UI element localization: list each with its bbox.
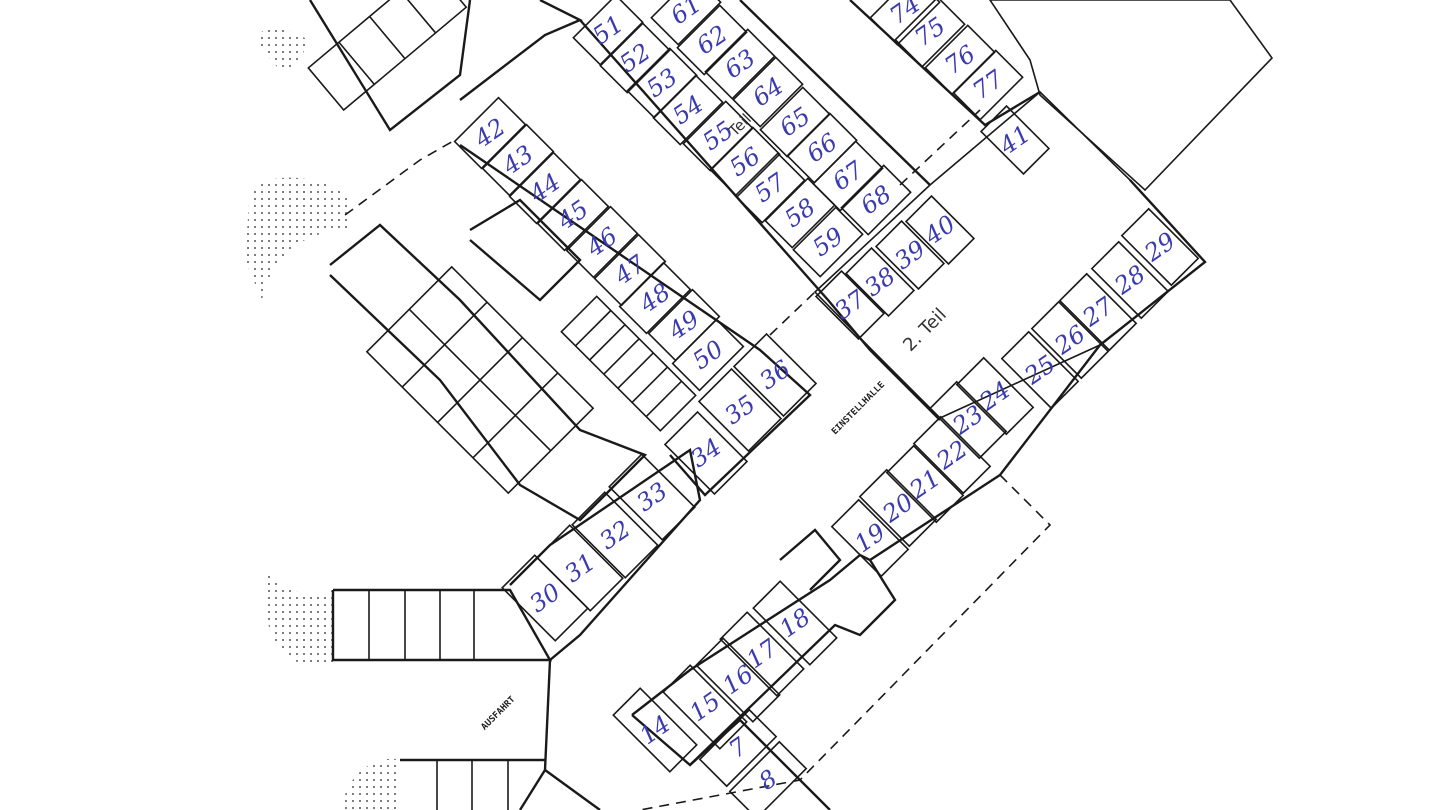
stall-outline <box>676 4 748 76</box>
stall-outline <box>481 123 555 197</box>
stall-outline <box>732 332 818 418</box>
stall-number: 59 <box>807 222 848 262</box>
stall-number: 15 <box>684 687 725 727</box>
stall-number: 30 <box>524 578 565 618</box>
stall-number: 33 <box>631 477 672 517</box>
stall-number: 66 <box>801 128 842 168</box>
stall-outline <box>840 164 912 236</box>
boundary-dashed <box>344 139 456 216</box>
stall-outline <box>814 269 886 341</box>
stall-number: 8 <box>754 764 783 796</box>
shaded-area-top-right <box>989 0 1274 192</box>
stall-outline <box>734 152 806 224</box>
stall-dividers-bottom-left <box>368 590 509 810</box>
stall-outline <box>719 611 805 697</box>
stall-outline <box>1058 272 1138 352</box>
stall-outline <box>979 104 1051 176</box>
stall-dividers-top-left <box>307 0 468 112</box>
stall-number: 7 <box>724 732 753 764</box>
section-2-label: 2. Teil <box>899 304 951 356</box>
stall-outline <box>894 0 966 68</box>
stall-number: 65 <box>774 102 815 142</box>
stall-outline <box>599 22 671 94</box>
stall-outline <box>952 49 1024 121</box>
parking-stall-41: 41 <box>979 104 1051 176</box>
stall-outline <box>904 194 976 266</box>
parking-stall-56: 56 <box>709 126 781 198</box>
stall-outline <box>874 219 946 291</box>
left-rooms <box>365 265 595 495</box>
stall-outline <box>652 74 724 146</box>
stall-outline <box>858 468 938 548</box>
stall-outline <box>752 580 838 666</box>
stall-outline <box>618 261 692 335</box>
stall-outline <box>732 56 804 128</box>
stall-outline <box>453 96 527 170</box>
stair-lines <box>560 295 697 432</box>
stall-outline <box>695 637 781 723</box>
stall-outline <box>830 498 910 578</box>
stall-outline <box>650 0 722 46</box>
boundary-dashed <box>899 109 981 186</box>
boundary-dashed <box>639 474 1052 810</box>
stall-number: 67 <box>827 155 869 196</box>
planting-area <box>245 177 350 300</box>
planting-area <box>265 565 333 667</box>
stall-number: 77 <box>967 64 1009 105</box>
stall-outline <box>1030 300 1110 380</box>
stall-number: 14 <box>634 710 675 750</box>
parking-stall-75: 75 <box>894 0 966 68</box>
stall-outline <box>565 205 639 279</box>
stall-outline <box>663 410 749 496</box>
stall-outline <box>709 126 781 198</box>
stall-outline <box>671 318 745 392</box>
stall-outline <box>812 140 884 212</box>
stall-number: 32 <box>594 515 635 555</box>
planting-area <box>345 758 400 810</box>
stall-number: 18 <box>774 603 815 643</box>
stall-number: 19 <box>849 518 890 558</box>
stall-number: 50 <box>687 335 728 375</box>
stall-outline <box>697 367 783 453</box>
stall-number: 34 <box>685 433 726 473</box>
stall-outline <box>1000 330 1080 410</box>
stall-outline <box>662 664 748 750</box>
stall-outline <box>572 0 644 66</box>
stall-outline <box>508 151 582 225</box>
stall-outline <box>885 444 965 524</box>
stall-outline <box>698 708 778 788</box>
stall-outline <box>869 0 941 46</box>
stall-outline <box>1120 207 1200 287</box>
stall-number: 56 <box>724 142 765 182</box>
stall-outline <box>912 415 992 495</box>
planting-area <box>258 28 310 71</box>
stall-outline <box>955 356 1035 436</box>
stall-number: 25 <box>1019 350 1061 391</box>
stall-outline <box>571 491 659 579</box>
stall-outline <box>704 28 776 100</box>
stall-number: 28 <box>1109 260 1151 301</box>
stall-outline <box>728 740 808 810</box>
boundary-dashed <box>769 291 816 336</box>
stall-number: 31 <box>559 548 600 588</box>
hall-label: EINSTELLHALLE <box>830 380 887 437</box>
stall-outline <box>1090 240 1170 320</box>
stall-outline <box>792 206 864 278</box>
stall-outline <box>612 687 698 773</box>
parking-stalls: 5152535455565758596162636465666768747576… <box>453 0 1200 810</box>
stall-number: 68 <box>855 180 896 220</box>
exit-label: AUSFAHRT <box>480 694 518 732</box>
stall-outline <box>536 178 610 252</box>
stall-outline <box>844 246 916 318</box>
stall-outline <box>536 524 624 612</box>
stall-outline <box>928 380 1008 460</box>
stall-outline <box>608 453 696 541</box>
stall-number: 36 <box>754 355 795 395</box>
stall-number: 37 <box>829 284 871 325</box>
stall-number: 76 <box>939 40 980 80</box>
stall-number: 35 <box>719 390 760 430</box>
stall-number: 29 <box>1139 227 1181 268</box>
